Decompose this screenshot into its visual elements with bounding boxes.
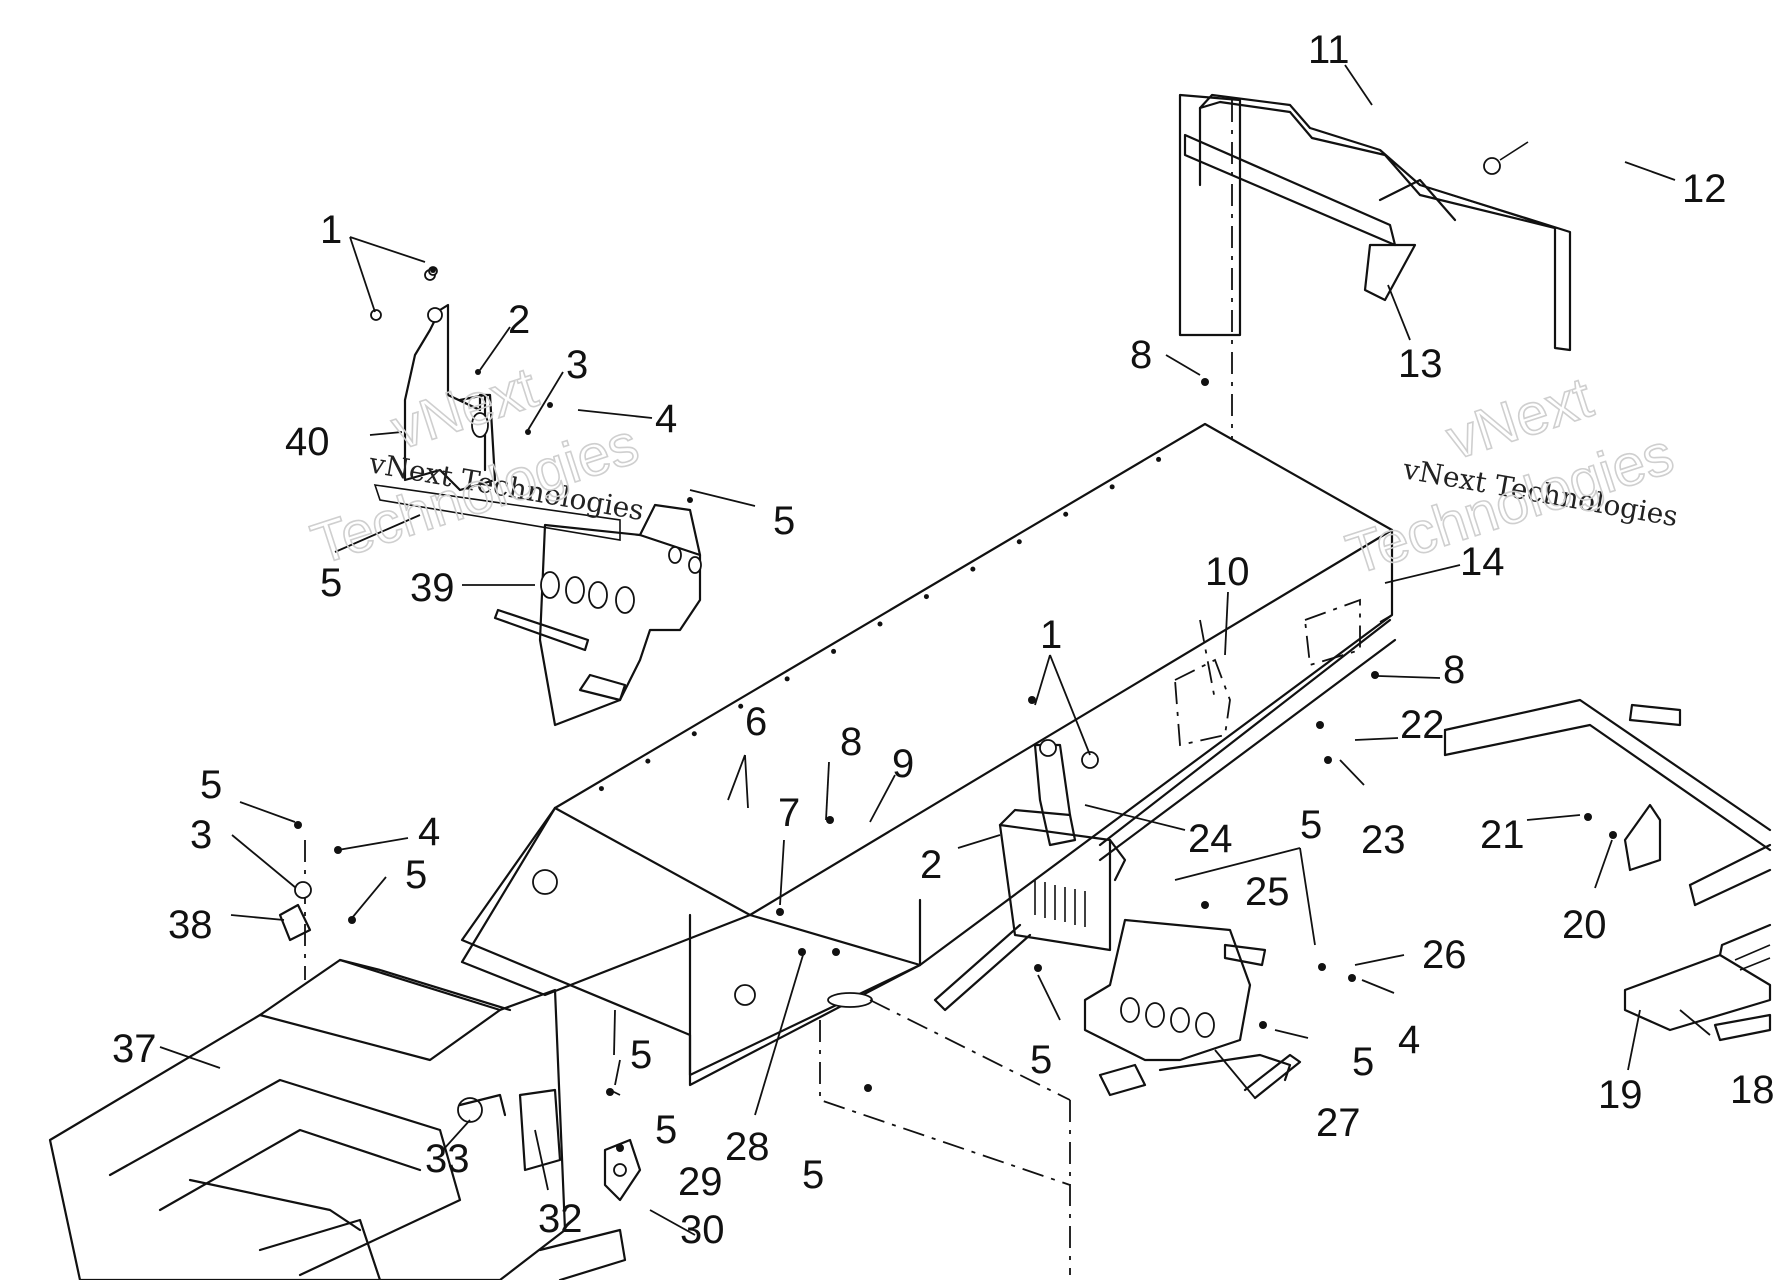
- plate-29: [603, 1138, 642, 1202]
- callout-24: 24: [1188, 817, 1233, 861]
- callout-5: 5: [773, 499, 795, 543]
- callout-20: 20: [1562, 903, 1607, 947]
- rivet-dot: [691, 731, 697, 737]
- leader-lines: [159, 64, 1711, 1236]
- bumper-19: [1623, 923, 1772, 1032]
- callout-25: 25: [1245, 870, 1290, 914]
- rivet-dot: [877, 621, 883, 627]
- callout-4: 4: [1398, 1018, 1420, 1062]
- callout-33: 33: [425, 1137, 470, 1181]
- rivet-dot: [1016, 539, 1022, 545]
- callout-5: 5: [655, 1108, 677, 1152]
- callout-27: 27: [1316, 1101, 1361, 1145]
- callout-23: 23: [1361, 818, 1406, 862]
- callout-8: 8: [1443, 648, 1465, 692]
- callout-4: 4: [418, 810, 440, 854]
- callout-19: 19: [1598, 1073, 1643, 1117]
- decal-18: [1713, 1013, 1772, 1042]
- bracket-20: [1623, 803, 1662, 872]
- bolt-12: [1483, 141, 1529, 175]
- rivet-dot: [1156, 456, 1162, 462]
- rivet-dot: [645, 758, 651, 764]
- callout-5: 5: [1030, 1038, 1052, 1082]
- lower-frame-37: [48, 958, 627, 1280]
- callout-18: 18: [1730, 1068, 1775, 1112]
- callout-26: 26: [1422, 933, 1467, 977]
- callout-37: 37: [112, 1027, 157, 1071]
- callout-12: 12: [1682, 167, 1727, 211]
- rail-bracket-13: [1178, 93, 1417, 337]
- callout-5: 5: [320, 561, 342, 605]
- callout-5: 5: [200, 763, 222, 807]
- callout-5: 5: [630, 1033, 652, 1077]
- callouts: 1 2 3 4 40 5 5 39 11 12 13 8 14 10 8 22 …: [112, 28, 1775, 1252]
- rivet-dot: [784, 676, 790, 682]
- callout-40: 40: [285, 420, 330, 464]
- callout-21: 21: [1480, 813, 1525, 857]
- rivet-dot: [598, 786, 604, 792]
- callout-3: 3: [566, 343, 588, 387]
- rear-panel-11: [1198, 93, 1572, 352]
- assembly-lines: [304, 100, 1233, 1275]
- callout-10: 10: [1205, 550, 1250, 594]
- callout-13: 13: [1398, 342, 1443, 386]
- callout-28: 28: [725, 1125, 770, 1169]
- callout-39: 39: [410, 566, 455, 610]
- callout-5: 5: [1352, 1040, 1374, 1084]
- callout-30: 30: [680, 1208, 725, 1252]
- callout-6: 6: [745, 700, 767, 744]
- callout-3: 3: [190, 813, 212, 857]
- callout-38: 38: [168, 903, 213, 947]
- callout-1: 1: [1040, 613, 1062, 657]
- callout-2: 2: [508, 298, 530, 342]
- rivet-dot: [970, 566, 976, 572]
- rivet-dot: [831, 648, 837, 654]
- chassis-tunnel: [460, 422, 1394, 1087]
- callout-5: 5: [1300, 803, 1322, 847]
- bracket-assembly-27: [1083, 918, 1302, 1100]
- bracket-plate-39: [493, 503, 702, 727]
- callout-29: 29: [678, 1160, 723, 1204]
- callout-14: 14: [1460, 540, 1505, 584]
- rivet-dot: [1109, 484, 1115, 490]
- callout-22: 22: [1400, 703, 1445, 747]
- rivet-dot: [1063, 511, 1069, 517]
- callout-5: 5: [802, 1153, 824, 1197]
- callout-11: 11: [1308, 28, 1350, 72]
- callout-5: 5: [405, 853, 427, 897]
- callout-32: 32: [538, 1197, 583, 1241]
- lever-assembly-24: [933, 618, 1397, 1012]
- callout-1: 1: [320, 208, 342, 252]
- callout-8: 8: [840, 720, 862, 764]
- grab-bar-frame: [1443, 698, 1772, 907]
- bracket-38: [278, 881, 312, 942]
- steering-bracket-40: [370, 266, 621, 541]
- callout-9: 9: [892, 742, 914, 786]
- callout-8: 8: [1130, 333, 1152, 377]
- brake-cover-10: [1174, 598, 1361, 747]
- rivet-dot: [738, 703, 744, 709]
- rivet-dot: [923, 594, 929, 600]
- callout-7: 7: [778, 791, 800, 835]
- callout-4: 4: [655, 397, 677, 441]
- callout-2: 2: [920, 843, 942, 887]
